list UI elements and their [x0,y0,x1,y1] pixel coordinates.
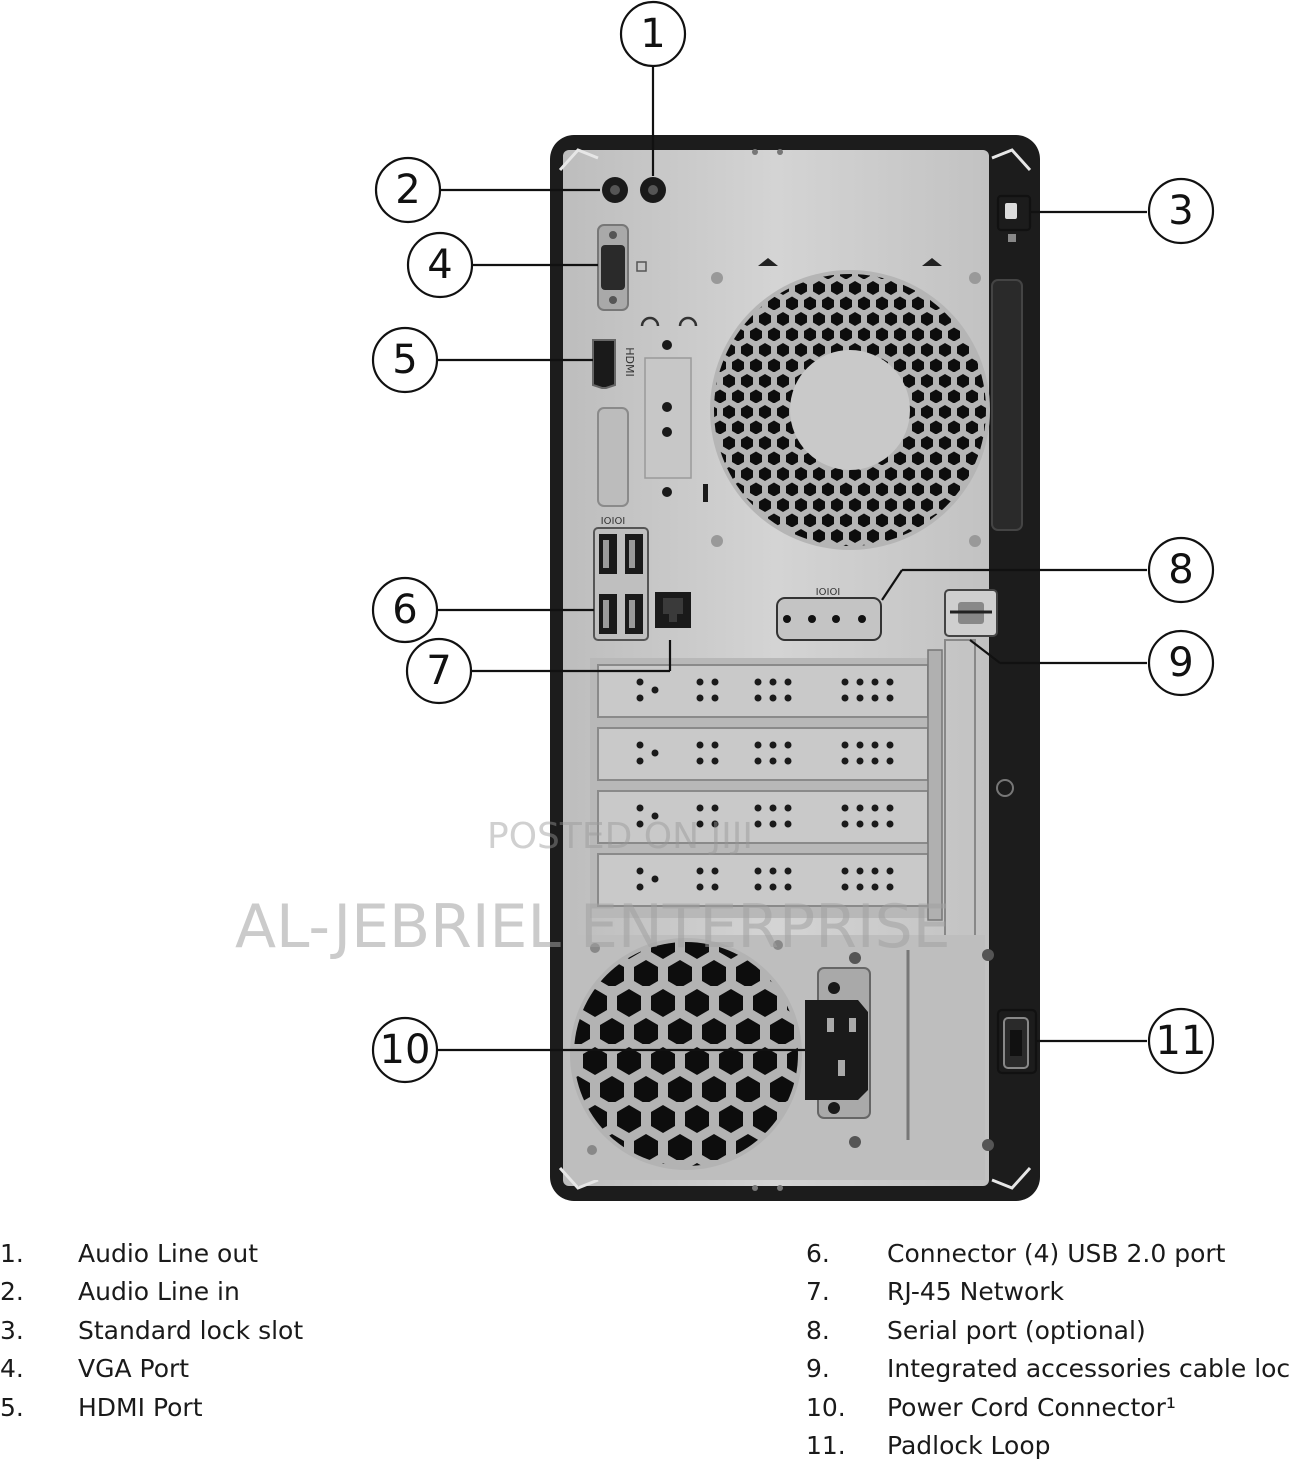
callout-6: 6 [371,576,439,644]
legend-number: 3. [0,1315,24,1345]
legend-item: 7. RJ-45 Network [806,1273,1290,1311]
callout-4: 4 [406,231,474,299]
legend-text: Padlock Loop [887,1430,1051,1460]
legend-text: Audio Line out [78,1239,258,1268]
callout-9: 9 [1147,629,1215,697]
usb-port-label: IOIOI [601,514,626,525]
legend-number: 10. [806,1392,846,1422]
callout-number: 1 [640,11,665,57]
legend-item: 1. Audio Line out [0,1235,560,1273]
legend-left: 1. Audio Line out 2. Audio Line in 3. Stand… [0,1235,560,1427]
callout-number: 3 [1168,188,1193,234]
callout-5: 5 [371,326,439,394]
callout-number: 7 [426,648,451,694]
legend-item: 5. HDMI Port [0,1389,560,1427]
legend-item: 8. Serial port (optional) [806,1312,1290,1350]
rj45-port-icon [655,592,691,628]
legend-number: 4. [0,1354,24,1384]
legend-text: Standard lock slot [78,1315,304,1345]
legend-item: 4. VGA Port [0,1350,560,1388]
callout-2: 2 [374,156,442,224]
legend-item: 6. Connector (4) USB 2.0 port [806,1235,1290,1273]
power-connector-icon [805,967,871,1119]
callout-11: 11 [1147,1007,1215,1075]
vga-port-icon [597,224,647,311]
legend-number: 6. [806,1239,830,1268]
legend-text: HDMI Port [78,1392,203,1422]
legend-text: Audio Line in [78,1277,240,1307]
padlock-loop-icon [1003,1017,1029,1069]
legend-item: 3. Standard lock slot [0,1312,560,1350]
psu-grill [570,935,994,1180]
legend-text: Serial port (optional) [887,1315,1146,1345]
legend-number: 8. [806,1315,830,1345]
audio-jack-out-icon [640,177,666,203]
callout-number: 10 [380,1027,431,1073]
legend-number: 1. [0,1239,24,1268]
legend-item: 11. Padlock Loop [806,1427,1290,1465]
cable-lock-icon [944,589,998,637]
serial-port-icon: IOIOI [776,585,882,641]
callout-number: 4 [427,242,452,288]
legend-right: 6. Connector (4) USB 2.0 port 7. RJ-45 Net… [806,1235,1290,1465]
usb-ports-icon: IOIOI [593,514,649,641]
hdmi-port-icon: HDMI [592,339,636,389]
lock-slot-icon [1005,203,1017,242]
callout-number: 8 [1168,547,1193,593]
leader-lines [437,66,1147,1075]
legend-number: 11. [806,1430,846,1460]
hdmi-port-label: HDMI [623,347,636,376]
callout-1: 1 [619,0,687,68]
legend-item: 2. Audio Line in [0,1273,560,1311]
pc-rear-diagram: HDMI IOIOI [371,0,1215,1201]
blank-slot-plate [597,316,708,507]
callout-number: 11 [1156,1018,1207,1064]
expansion-slots [590,639,1014,971]
legend-text: VGA Port [78,1354,190,1384]
legend-number: 7. [806,1277,830,1307]
callout-number: 6 [392,587,417,633]
serial-port-label: IOIOI [816,585,841,596]
legend-text: Connector (4) USB 2.0 port [887,1239,1226,1268]
callout-7: 7 [405,637,473,705]
legend-number: 5. [0,1392,24,1422]
callout-8: 8 [1147,536,1215,604]
legend-item: 9. Integrated accessories cable lock [806,1350,1290,1388]
callout-number: 5 [392,337,417,383]
legend-item: 10. Power Cord Connector¹ [806,1389,1290,1427]
legend-text: RJ-45 Network [887,1277,1065,1307]
legend-number: 9. [806,1354,830,1384]
callout-10: 10 [371,1016,439,1084]
callout-number: 9 [1168,640,1193,686]
fan-grill [710,258,990,550]
callout-number: 2 [395,167,420,213]
legend-number: 2. [0,1277,24,1307]
callout-3: 3 [1147,177,1215,245]
legend-text: Power Cord Connector¹ [887,1392,1176,1422]
audio-jack-in-icon [602,177,628,203]
legend-text: Integrated accessories cable lock [887,1354,1290,1384]
